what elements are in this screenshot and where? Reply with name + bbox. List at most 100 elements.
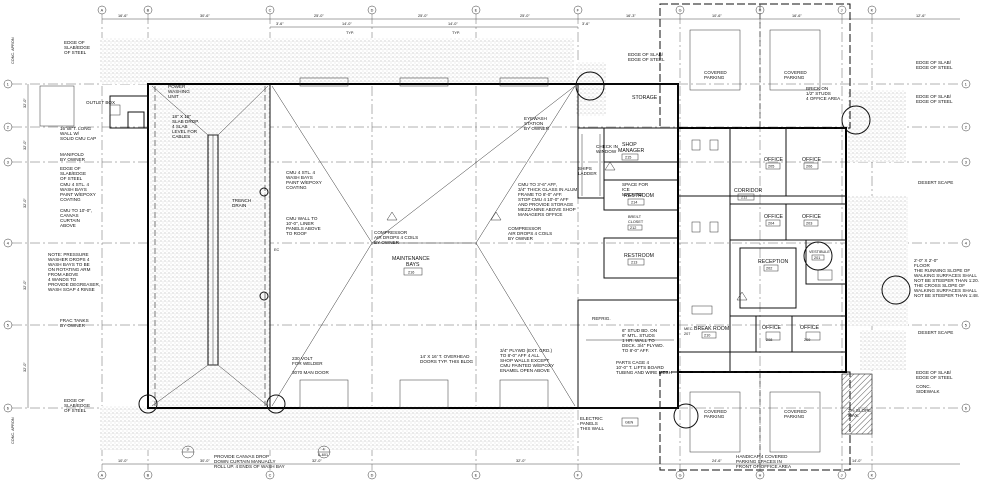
- room-name: OFFICE: [764, 214, 784, 220]
- grid-label: A: [101, 474, 104, 478]
- dim-text: 14'-0": [342, 22, 352, 26]
- detail-tag: 4: [323, 448, 325, 452]
- grid-label: C: [269, 9, 272, 13]
- grid-label: 4: [965, 242, 967, 246]
- dim-text: 24'-6": [712, 459, 722, 463]
- grid-label: D: [371, 474, 374, 478]
- grid-label: F: [577, 9, 580, 13]
- dim-text: 3'-6": [276, 22, 284, 26]
- dim-text: 14'-0": [448, 22, 458, 26]
- room-sub: CLOSET: [628, 220, 644, 224]
- room-name: COVERED: [784, 70, 807, 75]
- dim-text: 30'-6": [200, 14, 210, 18]
- room-number: 203: [806, 222, 812, 226]
- grid-label: E: [475, 9, 478, 13]
- dim-text: 14'-0": [852, 459, 862, 463]
- dim-text: 10'-6": [712, 14, 722, 18]
- grid-label: B: [147, 474, 150, 478]
- room-sub: PARKING: [784, 75, 805, 80]
- room-name: COVERED: [704, 70, 727, 75]
- room-name: MAINTENANCE: [392, 256, 430, 262]
- grid-label: F: [577, 474, 580, 478]
- room-number: 201: [814, 256, 820, 260]
- dim-text: 16'-6": [118, 14, 128, 18]
- note-desert-scape-1: DESERT SCAPE: [918, 180, 953, 185]
- grid-label: 6: [7, 407, 9, 411]
- room-number: 206: [806, 165, 812, 169]
- room-name: COVERED: [784, 409, 807, 414]
- room-number: 213: [631, 261, 637, 265]
- room-name: BREAK ROOM: [694, 326, 729, 332]
- dim-text: 32'-0": [23, 140, 27, 150]
- room-sub: BAYS: [406, 262, 420, 268]
- room-sub: MANAGER: [618, 148, 644, 154]
- room-name: OFFICE: [762, 325, 782, 331]
- note-edge-slab-r3: EDGE OF SLAB/EDGE OF STEEL: [916, 370, 953, 380]
- grid-label: 5: [965, 324, 967, 328]
- room-name: RECEPTION: [758, 259, 789, 265]
- grid-label: 2: [965, 126, 967, 130]
- room-number: 209: [804, 338, 810, 342]
- note-plywood: 3/4" PLYWD (EXT. GRD.)TO 8'-0" AFF 4 ALL…: [500, 348, 554, 373]
- grid-label: E: [475, 474, 478, 478]
- note-edge-slab-r1: EDGE OF SLAB/EDGE OF STEEL: [628, 52, 665, 62]
- dim-text: 32'-0": [312, 459, 322, 463]
- grid-label: C: [269, 474, 272, 478]
- dim-text: 30'-0": [200, 459, 210, 463]
- note-desert-scape-2: DESERT SCAPE: [918, 330, 953, 335]
- room-name: RESTROOM: [624, 253, 654, 259]
- grid-label: J: [841, 474, 843, 478]
- dim-text: 32'-0": [23, 98, 27, 108]
- dim-text: 32'-0": [23, 280, 27, 290]
- dim-text: CONC. APRON: [11, 417, 15, 444]
- ec-label: EC: [274, 248, 280, 252]
- room-name: RESTROOM: [624, 193, 654, 199]
- room-number: 215: [625, 156, 631, 160]
- detail-tags: 3 4 A-601 GEN EC: [181, 161, 748, 459]
- note-edge-slab-top-r: EDGE OF SLAB/EDGE OF STEEL: [916, 60, 953, 70]
- note-cmu-glass: CMU TO 3'-6" AFF,3/4" THICK GLASS IN ALU…: [518, 182, 577, 217]
- dim-text: TYP.: [452, 31, 460, 35]
- room-name: MEC.: [684, 327, 694, 331]
- note-refrig: REFRIG.: [592, 316, 611, 321]
- dimension-left: 32'-0" 32'-0" 32'-0" 32'-0" 32'-0" CONC.…: [11, 37, 29, 444]
- grid-label: K: [871, 474, 874, 478]
- dim-text: CONC. APRON: [11, 37, 15, 64]
- room-number: 212: [630, 226, 636, 230]
- dim-text: 25'-0": [418, 14, 428, 18]
- grid-label: 6: [965, 407, 967, 411]
- grid-label: 4: [7, 242, 9, 246]
- dim-text: 32'-0": [23, 362, 27, 372]
- dimension-bottom: 10'-0" 30'-0" 32'-0" 32'-0" 24'-6" 14'-0…: [102, 459, 960, 465]
- grid-bubbles-rows: 1 2 3 4 5 6 1 2 3 4 5 6: [3, 79, 971, 413]
- grid-label: H: [759, 9, 762, 13]
- room-name: SHOP: [622, 142, 637, 148]
- grid-label: G: [679, 474, 682, 478]
- grid-label: 3: [965, 161, 967, 165]
- room-name: VESTIBULE: [809, 250, 830, 254]
- dim-text: 25'-0": [314, 14, 324, 18]
- grid-label: 5: [7, 324, 9, 328]
- dim-text: 16'-6": [792, 14, 802, 18]
- room-number: 211: [741, 196, 747, 200]
- room-name: BRE/LT: [628, 215, 642, 219]
- dim-text: 32'-0": [516, 459, 526, 463]
